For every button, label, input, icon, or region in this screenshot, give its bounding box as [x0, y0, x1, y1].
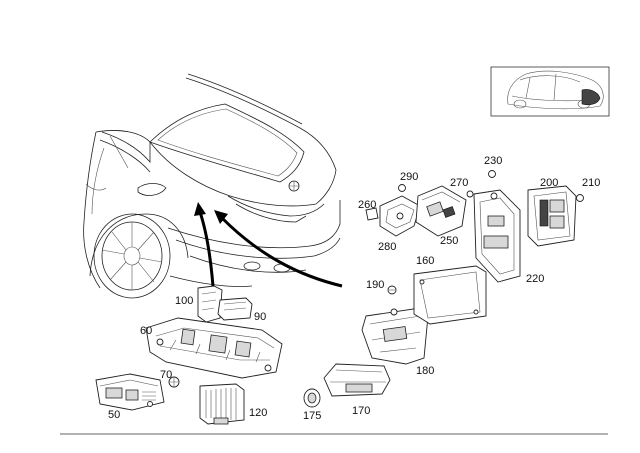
part-180-bracket — [361, 307, 429, 365]
label-50: 50 — [108, 409, 120, 421]
label-170: 170 — [352, 405, 370, 417]
part-200-control-unit — [527, 185, 577, 247]
label-280: 280 — [378, 241, 396, 253]
part-120-module — [199, 383, 245, 425]
part-90-module — [217, 297, 253, 321]
part-220-bracket — [473, 189, 521, 283]
part-70-bolt — [168, 376, 180, 388]
label-90: 90 — [254, 311, 266, 323]
highlighted-area-marker — [581, 89, 601, 106]
part-270-clip — [466, 190, 474, 198]
part-210-nut — [576, 194, 584, 202]
label-160: 160 — [416, 255, 434, 267]
part-260-clip — [365, 207, 379, 221]
label-70: 70 — [160, 369, 172, 381]
label-250: 250 — [440, 235, 458, 247]
part-60-carrier — [145, 317, 283, 379]
arrow-head-2 — [214, 210, 228, 224]
part-280-bracket — [379, 195, 421, 237]
label-100: 100 — [175, 295, 193, 307]
label-230: 230 — [484, 155, 502, 167]
part-100-bracket — [197, 285, 223, 323]
label-290: 290 — [400, 171, 418, 183]
part-50-control-unit — [95, 373, 165, 411]
part-250-control-unit — [415, 185, 467, 237]
label-210: 210 — [582, 177, 600, 189]
part-175-grommet — [303, 388, 321, 408]
part-290-nut — [398, 184, 406, 192]
label-180: 180 — [416, 365, 434, 377]
vehicle-overview-inset — [490, 66, 610, 117]
label-200: 200 — [540, 177, 558, 189]
part-230-nut — [488, 170, 496, 178]
label-260: 260 — [358, 199, 376, 211]
part-160-panel — [413, 265, 487, 325]
label-190: 190 — [366, 279, 384, 291]
label-270: 270 — [450, 177, 468, 189]
vehicle-rear-illustration — [83, 73, 341, 299]
label-220: 220 — [526, 273, 544, 285]
label-60: 60 — [140, 325, 152, 337]
label-175: 175 — [303, 410, 321, 422]
part-190-bolt — [387, 285, 397, 295]
arrow-head-1 — [194, 202, 206, 216]
part-labels: 50 60 70 90 100 120 160 170 175 180 190 … — [108, 155, 600, 422]
label-120: 120 — [249, 407, 267, 419]
part-170-module — [323, 363, 391, 397]
